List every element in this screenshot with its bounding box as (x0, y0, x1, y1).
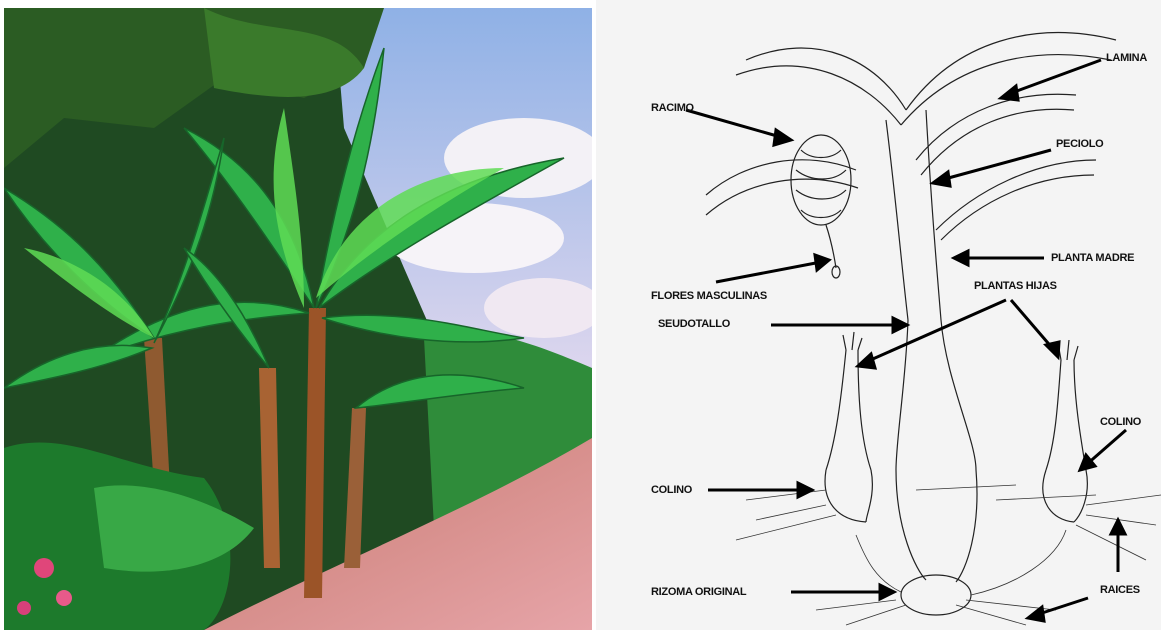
lamina-arrowhead (1001, 86, 1018, 100)
plantas-hijas-arrow-right (1011, 300, 1054, 350)
seudotallo-arrowhead (893, 318, 907, 332)
lamina-arrow (1006, 60, 1101, 95)
label-raices: RAICES (1100, 584, 1140, 596)
banana-garden-illustration (4, 8, 592, 630)
lamina-leaf (936, 160, 1096, 230)
sucker-left-tip (843, 332, 862, 350)
label-lamina: LAMINA (1106, 52, 1147, 64)
label-planta-madre: PLANTA MADRE (1051, 252, 1134, 264)
label-racimo: RACIMO (651, 102, 694, 114)
lamina-leaf (941, 175, 1094, 240)
label-flores-masculinas: FLORES MASCULINAS (651, 290, 767, 302)
label-colino-left: COLINO (651, 484, 692, 496)
banana-plant-diagram: LAMINA RACIMO PECIOLO PLANTA MADRE FLORE… (596, 0, 1161, 630)
plantas-hijas-arrowhead-left (858, 354, 875, 368)
sucker-right-tip (1058, 340, 1078, 360)
flores-masculinas-arrow (716, 262, 821, 282)
flores-masculinas-arrowhead (815, 255, 829, 270)
rizoma-original (901, 575, 971, 615)
pseudostem (896, 320, 908, 470)
pseudostem (941, 320, 976, 470)
planta-madre-arrowhead (954, 251, 968, 265)
banana-plant-drawing (596, 0, 1161, 630)
colino-right-arrow (1086, 430, 1126, 465)
flower (34, 558, 54, 578)
raices-arrowhead-left (1028, 607, 1044, 621)
racimo-arrow (686, 110, 784, 138)
pseudostem (886, 120, 908, 320)
rhizome-neck (896, 470, 977, 582)
lamina-leaf (901, 55, 1111, 125)
peciolo-arrowhead (933, 172, 950, 186)
plantas-hijas-arrow-left (866, 300, 1006, 362)
colino-left-bulb (825, 470, 872, 522)
plantas-hijas-arrowhead-right (1046, 342, 1059, 357)
racimo-arrowhead (774, 130, 791, 145)
raices-arrowhead-up (1111, 520, 1125, 534)
sucker-right (1046, 360, 1086, 470)
peciolo-arrow (941, 150, 1051, 180)
roots (971, 530, 1066, 595)
label-rizoma-original: RIZOMA ORIGINAL (651, 586, 746, 598)
label-seudotallo: SEUDOTALLO (658, 318, 730, 330)
lamina-leaf (746, 48, 906, 110)
roots (736, 485, 1161, 625)
label-colino-right: COLINO (1100, 416, 1141, 428)
colino-left-arrowhead (798, 483, 812, 497)
flower (56, 590, 72, 606)
label-plantas-hijas: PLANTAS HIJAS (974, 280, 1057, 292)
lamina-leaf (916, 94, 1076, 160)
label-peciolo: PECIOLO (1056, 138, 1103, 150)
banana-plant-photo (4, 8, 592, 630)
flower (17, 601, 31, 615)
